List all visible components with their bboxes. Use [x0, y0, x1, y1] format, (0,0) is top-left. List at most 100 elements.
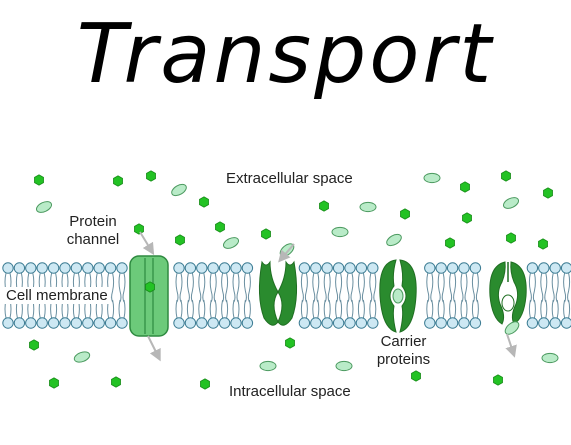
hexagon-particle: [501, 170, 511, 182]
lipid-head: [218, 262, 231, 274]
lipid-head: [230, 262, 242, 274]
transport-arrow: [505, 333, 517, 358]
lipid: [560, 262, 571, 329]
lipid-head: [469, 262, 482, 274]
hexagon-particle: [261, 228, 271, 240]
ellipse-molecule: [541, 352, 559, 364]
lipid-head: [241, 262, 254, 274]
lipid-head: [104, 317, 117, 329]
lipid-head: [332, 262, 345, 274]
hexagon-particle: [285, 337, 295, 349]
lipid-head: [47, 317, 60, 329]
carrier-protein-closed: [379, 259, 417, 333]
ellipse-molecule: [331, 226, 349, 238]
transport-arrow: [147, 335, 161, 362]
hexagon-particle: [215, 221, 225, 233]
lipid: [458, 262, 470, 329]
extracellular-label: Extracellular space: [226, 170, 353, 187]
lipid: [196, 262, 208, 329]
ellipse-molecule: [502, 197, 520, 209]
lipid-head: [47, 262, 60, 274]
lipid-head: [367, 317, 379, 329]
lipid: [424, 262, 436, 329]
ellipse-molecule: [359, 201, 377, 213]
lipid-head: [560, 262, 571, 274]
lipid-bilayer: [2, 262, 571, 329]
lipid-head: [298, 317, 311, 329]
lipid-head: [13, 317, 26, 329]
lipid: [230, 262, 242, 329]
protein-channel-label-line1: Protein: [69, 213, 117, 230]
lipid-head: [104, 262, 117, 274]
lipid-head: [458, 317, 470, 329]
lipid: [446, 262, 459, 329]
lipid-head: [526, 317, 539, 329]
lipid-head: [70, 262, 83, 274]
lipid-head: [196, 262, 208, 274]
channel-body: [129, 255, 169, 337]
lipid-head: [526, 262, 539, 274]
lipid-head: [424, 262, 436, 274]
ellipse-molecule: [222, 237, 240, 249]
hexagon-particle: [538, 238, 548, 250]
lipid-head: [435, 262, 447, 274]
lipid-head: [469, 317, 482, 329]
cell-membrane-label: Cell membrane: [4, 287, 110, 304]
lipid-head: [310, 317, 322, 329]
lipid: [310, 262, 322, 329]
lipid-head: [560, 317, 571, 329]
hexagon-particle: [200, 378, 210, 390]
lipid-head: [36, 262, 48, 274]
hexagon-particle: [175, 234, 185, 246]
ellipse-molecule: [73, 351, 91, 363]
lipid-head: [332, 317, 345, 329]
ellipse-molecule: [35, 201, 53, 213]
lipid: [321, 262, 333, 329]
lipid: [526, 262, 539, 329]
ellipse-molecule: [386, 233, 402, 247]
page-title: Transport: [76, 7, 495, 102]
protein-channel-label-line2: channel: [66, 231, 120, 248]
ellipse-molecule: [504, 321, 520, 335]
lipid-head: [36, 317, 48, 329]
lipid-head: [116, 317, 128, 329]
hexagon-particle: [113, 175, 123, 187]
lipid-head: [538, 262, 550, 274]
carrier-proteins-label: Carrier proteins: [366, 333, 441, 369]
hexagon-particle: [462, 212, 472, 224]
lipid-head: [549, 317, 561, 329]
lipid-head: [207, 262, 219, 274]
hexagon-particle: [199, 196, 209, 208]
ellipse-molecule: [259, 360, 277, 372]
lipid-head: [321, 317, 333, 329]
hexagon-particle: [411, 370, 421, 382]
lipid-head: [207, 317, 219, 329]
lipid: [241, 262, 254, 329]
ellipse-molecule: [335, 360, 353, 372]
lipid-head: [13, 262, 26, 274]
hexagon-particle: [145, 281, 155, 293]
lipid: [435, 262, 447, 329]
lipid-head: [549, 262, 561, 274]
membrane-proteins: [129, 255, 527, 337]
lipid-head: [230, 317, 242, 329]
lipid: [538, 262, 550, 329]
lipid: [218, 262, 231, 329]
lipid: [298, 262, 311, 329]
carrier-protein-open-bottom: [489, 261, 527, 325]
lipid-head: [538, 317, 550, 329]
lipid-head: [196, 317, 208, 329]
carried-molecule: [392, 288, 404, 304]
lipid: [344, 262, 356, 329]
lipid-head: [2, 317, 14, 329]
lipid-head: [446, 262, 459, 274]
lipid-head: [184, 317, 197, 329]
particles: [29, 170, 559, 390]
lipid-head: [344, 317, 356, 329]
hexagon-particle: [506, 232, 516, 244]
lipid: [116, 262, 128, 329]
lipid: [367, 262, 379, 329]
hexagon-particle: [111, 376, 121, 388]
